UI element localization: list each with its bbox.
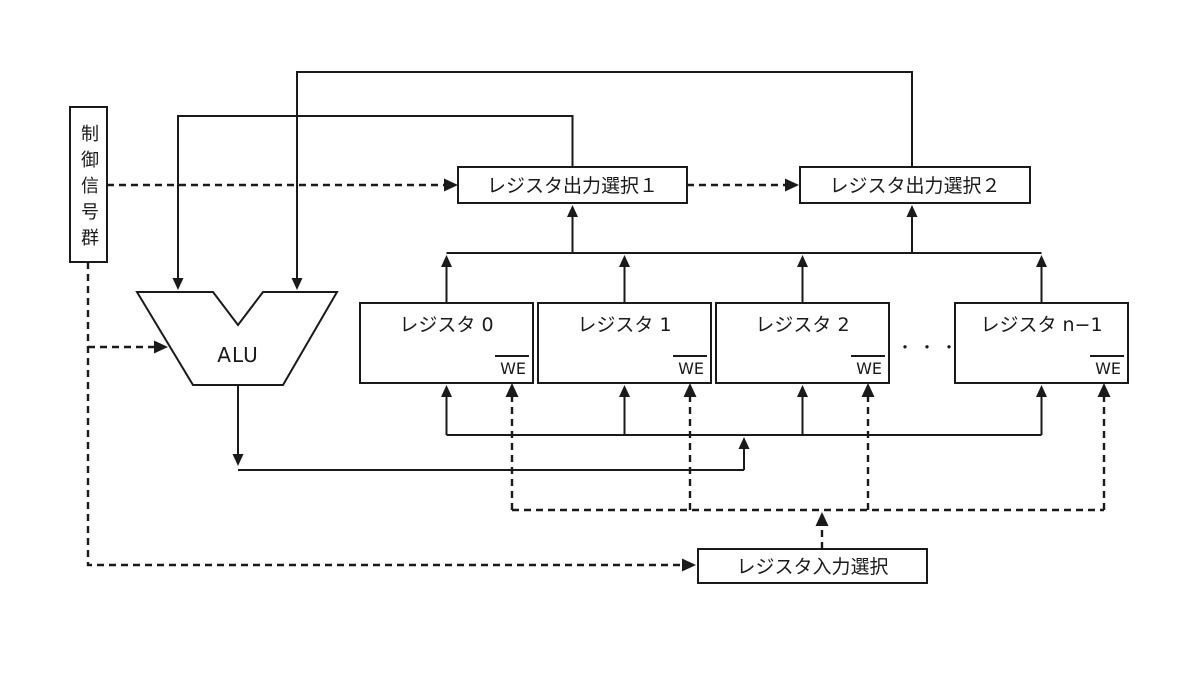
alu-label: ALU <box>217 343 258 367</box>
register-output-select-2-box <box>799 166 1031 204</box>
register-0-box <box>359 302 534 384</box>
register-0-we-label: WE <box>500 359 526 378</box>
register-output-select-2-label: レジスタ出力選択２ <box>829 175 1000 197</box>
register-output-select-1-label: レジスタ出力選択１ <box>487 175 658 197</box>
register-input-select-label: レジスタ入力選択 <box>736 556 888 578</box>
control-signal-label: 制御信号群 <box>78 124 99 254</box>
register-2-box <box>715 302 890 384</box>
control-signal-box <box>69 106 108 263</box>
register-input-select-box <box>697 548 928 584</box>
register-2-group: レジスタ 2 WE <box>715 302 890 384</box>
control-to-input-select-dashed-arrow <box>86 262 696 572</box>
register-n1-group: レジスタ n−1 WE <box>954 302 1129 384</box>
register-0-group: レジスタ 0 WE <box>359 302 534 384</box>
register-1-we-label: WE <box>678 359 704 378</box>
register-n1-box <box>954 302 1129 384</box>
register-1-box <box>537 302 712 384</box>
register-n1-label: レジスタ n−1 <box>980 314 1102 336</box>
register-n1-we-label: WE <box>1095 359 1121 378</box>
register-1-label: レジスタ 1 <box>577 314 671 336</box>
register-0-label: レジスタ 0 <box>399 314 493 336</box>
register-2-we-label: WE <box>856 359 882 378</box>
register-1-group: レジスタ 1 WE <box>537 302 712 384</box>
sel2-to-alu-right-line <box>291 71 913 290</box>
sel1-to-alu-left-line <box>172 115 574 290</box>
register-ellipsis: ・・・ <box>897 338 963 357</box>
alu-shape <box>135 291 339 386</box>
register-output-select-1-box <box>457 166 688 204</box>
register-2-label: レジスタ 2 <box>755 314 849 336</box>
